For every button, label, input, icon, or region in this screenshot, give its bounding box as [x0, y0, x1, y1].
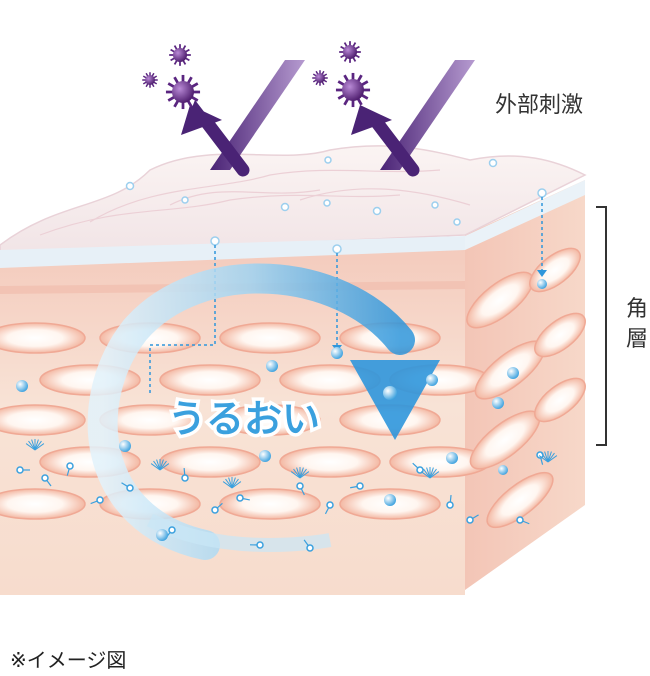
layer-bracket	[596, 206, 607, 446]
molecule-cluster	[547, 452, 555, 463]
virus-particle	[142, 72, 158, 88]
molecule-cluster	[159, 460, 167, 471]
molecule-head	[96, 496, 104, 504]
molecule-head	[41, 474, 49, 482]
molecule-cluster	[429, 467, 434, 479]
skin-cell	[159, 446, 261, 478]
virus-particle	[335, 72, 371, 108]
skin-cell	[219, 488, 321, 520]
molecule-cluster	[299, 471, 310, 479]
molecule-head	[306, 544, 314, 552]
molecule-cluster	[544, 451, 549, 463]
molecule-cluster	[429, 471, 440, 479]
molecule-cluster	[28, 440, 36, 451]
molecule-cluster	[231, 478, 239, 489]
moisture-droplet-icon	[16, 279, 547, 541]
virus-icon	[142, 41, 371, 110]
label-moisture: うるおい	[168, 397, 320, 441]
molecule-cluster	[547, 455, 558, 463]
molecule-cluster	[225, 478, 233, 489]
molecule-cluster	[34, 439, 39, 451]
image-note: ※イメージ図	[10, 648, 126, 672]
molecule-cluster	[423, 468, 431, 479]
molecule-cluster	[159, 459, 164, 471]
label-stratum-2: 層	[626, 327, 648, 352]
molecule-cluster	[231, 481, 242, 489]
virus-particle	[312, 70, 328, 86]
molecule-cluster	[429, 468, 437, 479]
virus-particle	[169, 44, 191, 66]
molecule-cluster	[538, 455, 549, 463]
skin-top-surface	[0, 145, 587, 256]
molecule-head	[296, 482, 304, 490]
molecule-head	[168, 526, 176, 534]
molecule-cluster	[150, 463, 161, 471]
molecule-head	[66, 462, 74, 470]
label-external-stimulus: 外部刺激	[495, 93, 583, 118]
skin-cell	[279, 446, 381, 478]
molecule-cluster	[547, 451, 552, 463]
moisture-molecules	[16, 439, 558, 552]
molecule-cluster	[228, 477, 233, 489]
barrier-band-front	[0, 236, 465, 268]
molecule-cluster	[420, 471, 431, 479]
molecule-head	[446, 501, 454, 509]
skin-cell	[0, 322, 86, 354]
molecule-head	[466, 516, 474, 524]
barrier-band-side	[465, 180, 585, 250]
molecule-head	[256, 541, 264, 549]
skin-cell	[0, 404, 86, 436]
molecule-cluster	[159, 463, 170, 471]
molecule-cluster	[156, 459, 161, 471]
skin-cell	[0, 488, 86, 520]
label-stratum-1: 角	[626, 297, 648, 322]
rebound-arrow-icon	[181, 60, 475, 177]
skin-cell	[219, 322, 321, 354]
virus-particle	[165, 74, 201, 110]
molecule-cluster	[296, 467, 301, 479]
molecule-cluster	[31, 439, 36, 451]
skin-cell	[159, 364, 261, 396]
skin-cell	[219, 404, 321, 436]
circular-arrow-icon	[87, 263, 440, 560]
molecule-head	[236, 494, 244, 502]
molecule-cluster	[25, 443, 36, 451]
molecule-cluster	[299, 467, 304, 479]
molecule-cluster	[299, 468, 307, 479]
molecule-head	[211, 506, 219, 514]
molecule-cluster	[34, 440, 42, 451]
molecule-cluster	[541, 452, 549, 463]
molecule-cluster	[293, 468, 301, 479]
molecule-cluster	[231, 477, 236, 489]
virus-particle	[339, 41, 361, 63]
molecule-cluster	[153, 460, 161, 471]
molecule-cluster	[290, 471, 301, 479]
molecule-head	[126, 484, 134, 492]
molecule-head	[356, 482, 364, 490]
molecule-head	[326, 501, 334, 509]
molecule-cluster	[222, 481, 233, 489]
molecule-head	[181, 474, 189, 482]
molecule-head	[16, 466, 24, 474]
molecule-cluster	[426, 467, 431, 479]
molecule-head	[516, 516, 524, 524]
molecule-cluster	[34, 443, 45, 451]
